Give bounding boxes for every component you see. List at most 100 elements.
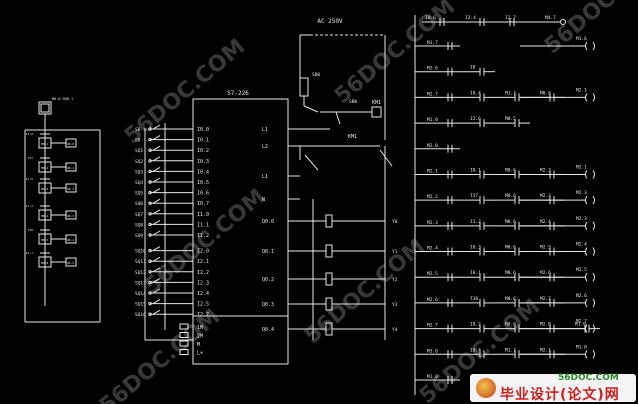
ladder-coil (585, 272, 588, 282)
relay-coil-label: KM1 (372, 100, 381, 106)
ladder-left-label: M2.6 (427, 66, 438, 72)
sfc-step-label: M0.2 (41, 166, 48, 170)
ladder-contact-label: M2.5 (540, 245, 551, 251)
ladder-coil (585, 195, 588, 205)
input-device-label: SQ9 (135, 233, 143, 239)
input-device-label: SQ13 (135, 280, 146, 286)
input-switch (152, 246, 161, 252)
sfc-title: M0.0 SM0.1 (52, 97, 73, 101)
plc-input-label: I0.4 (197, 169, 209, 175)
sfc-action-label: Q0.1 (67, 166, 74, 170)
sfc-initial-step (40, 103, 50, 113)
ladder-coil (560, 19, 566, 25)
plc-input-label: I0.7 (197, 201, 209, 207)
ladder-coil-label: M2.3 (576, 190, 587, 196)
power-terminal (179, 323, 189, 330)
ladder-contact-label: M1.7 (505, 347, 516, 353)
input-device-label: SQ4 (135, 180, 143, 186)
plc-power-label: M (197, 342, 200, 348)
plc-input-label: I1.2 (197, 233, 209, 239)
sfc-action-label: Q0.4 (67, 238, 74, 242)
sfc-action-label: Q0.5 (67, 261, 74, 265)
ladder-contact-label: T38 (470, 296, 478, 302)
power-terminal (179, 340, 189, 347)
plc-input-label: I2.3 (197, 280, 209, 286)
input-device-label: SQ7 (135, 212, 143, 218)
sfc-action-label: Q0.2 (67, 187, 74, 191)
sfc-transition-label: I1.2 (26, 204, 33, 208)
ladder-coil-label: M2.1 (576, 164, 587, 170)
ladder-contact-label: M2.1 (540, 347, 551, 353)
logo-emblem-icon (476, 378, 496, 398)
ladder-contact-label: M2.3 (540, 193, 551, 199)
input-device-label: SQ12 (135, 270, 146, 276)
ladder-contact-label: M0.6 (505, 167, 516, 173)
ladder-coil (592, 93, 595, 102)
input-device-label: SB (135, 127, 141, 133)
ladder-coil (592, 298, 595, 308)
plc-input-label: I0.2 (197, 148, 209, 154)
ladder-contact-label: I1.2 (470, 219, 481, 225)
sfc-transition-label: T38 (28, 228, 34, 232)
output-load-label: Y2 (392, 277, 398, 283)
ladder-contact-label: M1.7 (505, 90, 516, 96)
input-device-label: SQ16 (135, 312, 146, 318)
input-terminal (148, 312, 152, 316)
relay-contact (335, 111, 341, 125)
relay-contact (304, 154, 319, 171)
relay-coil (371, 106, 382, 118)
ladder-contact-label: I0.3 (470, 245, 481, 251)
ladder-left-label: M2.6 (427, 297, 438, 303)
input-terminal (148, 301, 152, 306)
input-terminal (148, 169, 152, 174)
ladder-coil (585, 298, 588, 308)
ladder-contact-label: M2.3 (540, 167, 551, 173)
input-terminal (148, 291, 152, 295)
input-switch (152, 198, 161, 204)
sfc-action-label: Q0.0 (67, 142, 74, 146)
ladder-contact-label: I0.1 (470, 270, 481, 276)
input-terminal (148, 148, 152, 152)
plc-input-label: I2.1 (197, 259, 209, 265)
input-device-label: SQ6 (135, 201, 143, 207)
input-device-label: SQ2 (135, 159, 143, 165)
ladder-top-label: I2.7 (505, 15, 516, 21)
output-load-label: Y3 (392, 302, 398, 308)
ladder-coil (585, 170, 588, 179)
sfc-transition-label: I1.0 (26, 177, 33, 181)
plc-input-label: I2.4 (197, 291, 209, 297)
ladder-coil-label: M2.4 (576, 242, 587, 248)
sfc-transition-label: T37 (28, 156, 34, 160)
plc-input-label: I0.6 (197, 191, 209, 197)
ladder-coil (592, 195, 595, 205)
power-terminal (179, 349, 189, 355)
ladder-coil-label: M2.6 (576, 293, 587, 299)
sfc-transition-label: I0.0 (26, 132, 33, 136)
input-terminal (148, 127, 152, 131)
logo-title: 毕业设计(论文)网 (500, 387, 620, 403)
sfc-step-label: M0.4 (41, 214, 48, 218)
input-switch (152, 135, 161, 141)
ladder-left-label: M2.7 (427, 91, 438, 97)
input-terminal (148, 137, 152, 142)
ladder-contact-label: M0.6 (505, 219, 516, 225)
site-logo[interactable]: 56DOC.COM 毕业设计(论文)网 (470, 373, 636, 403)
power-terminal (179, 332, 189, 338)
plc-input-label: I0.0 (197, 127, 209, 133)
plc-input-label: I2.5 (197, 302, 209, 308)
ladder-contact-label: T37 (470, 193, 478, 199)
ladder-left-label: M3.0 (427, 348, 438, 354)
input-switch (152, 267, 161, 273)
input-switch (152, 209, 161, 215)
sfc-action-label: Q0.3 (67, 214, 74, 218)
sfc-transition-label: I2.1 (26, 251, 33, 255)
ladder-coil (585, 93, 588, 102)
ladder-top-label: I2.4 (465, 15, 476, 21)
ladder-contact-label: M0.5 (505, 116, 516, 122)
plc-output-label: Q0.1 (262, 249, 274, 255)
ladder-contact-label: M1.0 (575, 322, 586, 328)
ladder-contact-label: M2.7 (540, 296, 551, 302)
output-load-label: Y0 (392, 219, 398, 225)
plc-input-label: I2.0 (197, 249, 209, 255)
input-switch (152, 288, 161, 294)
